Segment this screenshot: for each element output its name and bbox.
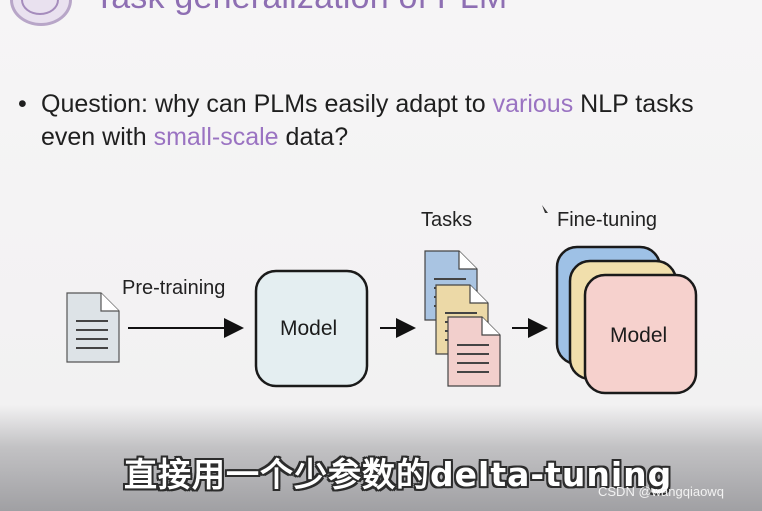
video-bottom-fade bbox=[0, 405, 762, 511]
mouse-cursor-icon bbox=[542, 205, 548, 213]
question-part-3: data? bbox=[278, 123, 349, 151]
corpus-document-icon bbox=[66, 292, 120, 363]
slide-title: Task generalization of PLM bbox=[94, 0, 507, 17]
pretraining-label: Pre-training bbox=[122, 277, 226, 299]
finetuned-model-card-pink bbox=[583, 273, 698, 395]
question-highlight-various: various bbox=[492, 90, 574, 118]
task-document-pink-icon bbox=[447, 316, 501, 387]
bullet-icon: • bbox=[18, 90, 27, 118]
csdn-watermark: CSDN @wangqiaowq bbox=[598, 484, 724, 499]
model-box bbox=[254, 269, 369, 388]
question-part-1: Question: why can PLMs easily adapt to bbox=[41, 90, 493, 118]
tasks-label: Tasks bbox=[421, 209, 473, 231]
finetuned-model-label: Model bbox=[610, 324, 668, 347]
question-highlight-small-scale: small-scale bbox=[153, 123, 279, 151]
video-subtitle: 直接用一个少参数的delta-tuning bbox=[124, 455, 673, 494]
question-part-2: NLP tasks even with bbox=[41, 90, 694, 151]
model-label: Model bbox=[280, 317, 338, 340]
finetuning-label: Fine-tuning bbox=[557, 209, 658, 231]
question-text: Question: why can PLMs easily adapt to v… bbox=[41, 88, 721, 154]
